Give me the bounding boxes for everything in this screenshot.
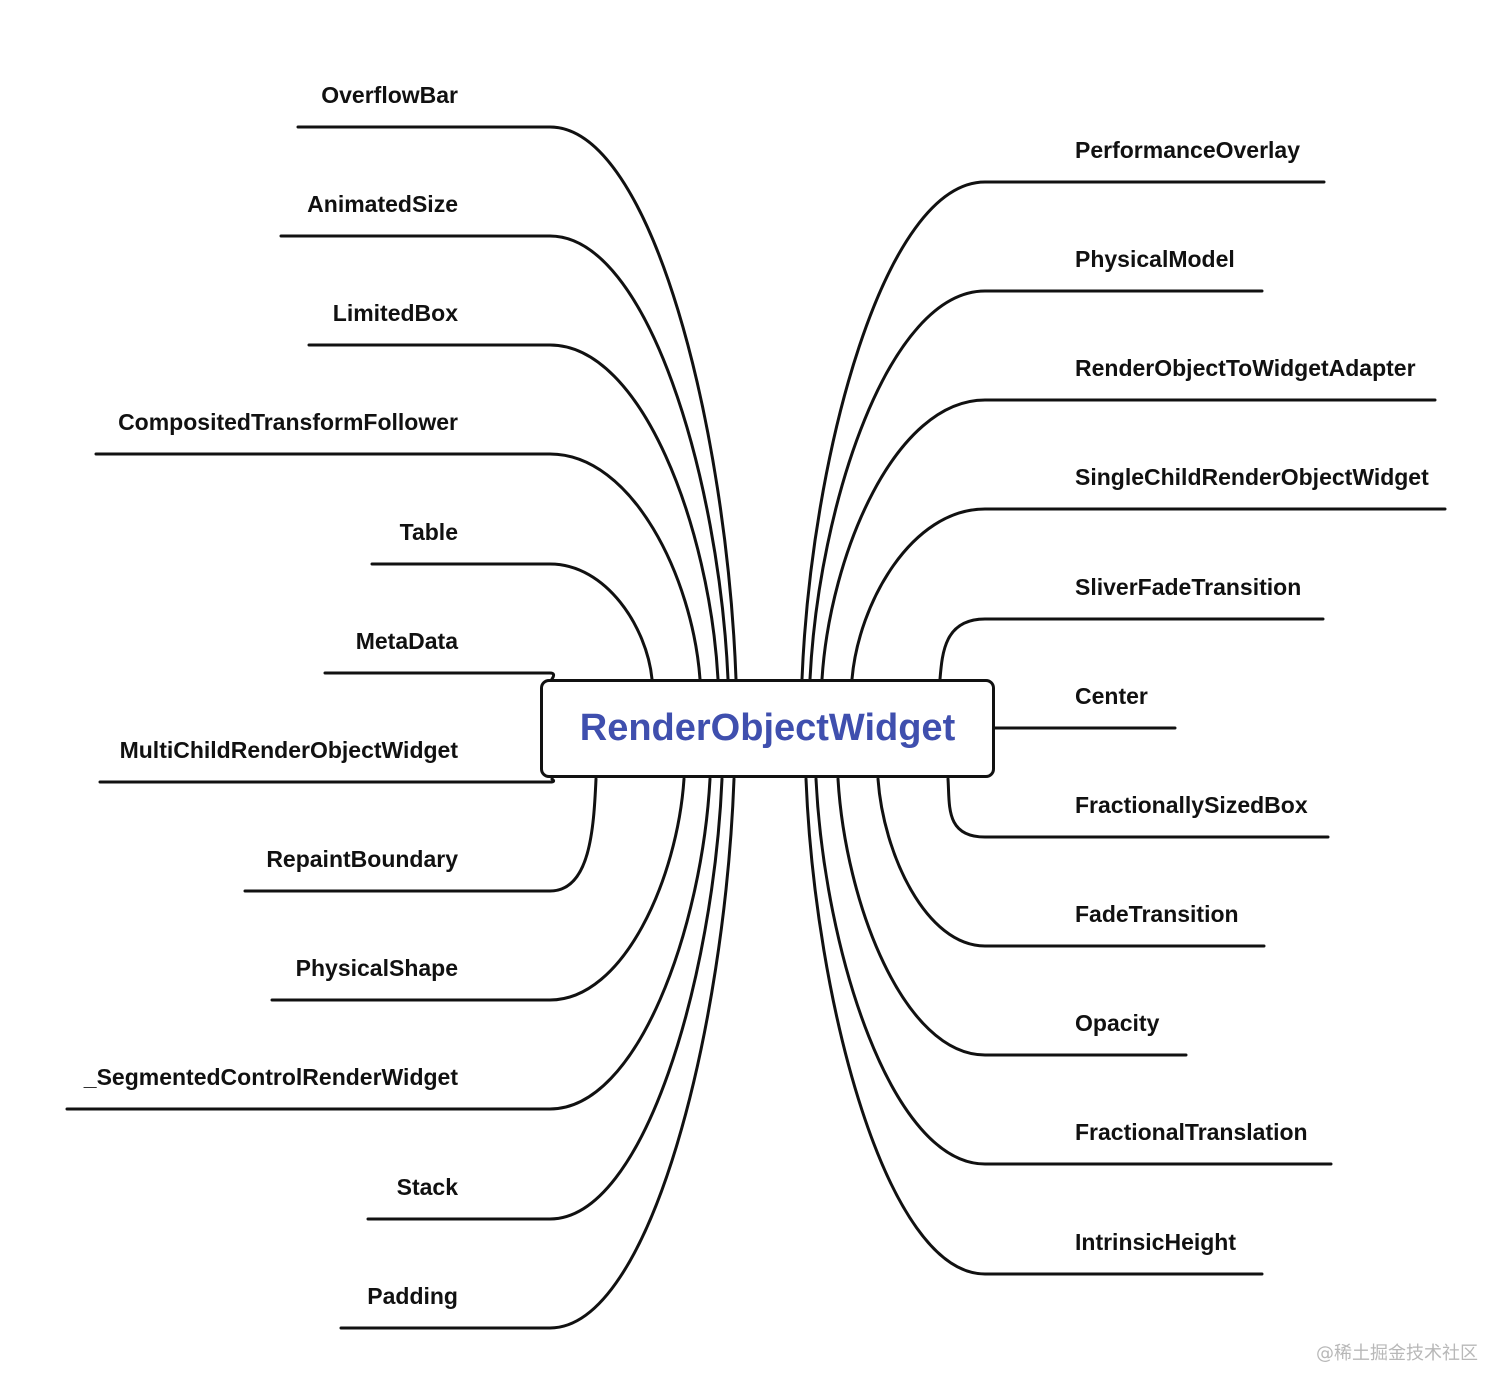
right-branch-label: RenderObjectToWidgetAdapter [1075, 355, 1416, 381]
left-branch-label: PhysicalShape [295, 955, 458, 981]
right-branch-label: FadeTransition [1075, 901, 1239, 927]
right-branch-connector [946, 777, 1330, 839]
right-branch-connector [850, 507, 1447, 681]
right-branch-label: PhysicalModel [1075, 246, 1235, 272]
left-branch-label: RepaintBoundary [266, 846, 458, 872]
left-branch-connector [339, 777, 736, 1330]
left-branch-label: CompositedTransformFollower [118, 409, 458, 435]
left-branch-connector [307, 343, 720, 681]
center-node: RenderObjectWidget [540, 679, 995, 778]
left-branch-connector [243, 777, 598, 893]
left-branch-connector [323, 671, 556, 681]
left-branch-label: _SegmentedControlRenderWidget [83, 1064, 458, 1090]
right-branch-label: PerformanceOverlay [1075, 137, 1301, 163]
left-branch-connector [94, 452, 702, 681]
right-branch-label: Center [1075, 683, 1148, 709]
right-branch-connector [938, 617, 1325, 681]
right-branch-label: FractionalTranslation [1075, 1119, 1308, 1145]
left-branch-label: Table [399, 519, 458, 545]
left-branch-connector [98, 777, 556, 784]
right-branch-connector [836, 777, 1188, 1057]
right-branch-connector [804, 777, 1264, 1276]
left-branch-label: OverflowBar [321, 82, 458, 108]
watermark: @稀土掘金技术社区 [1316, 1343, 1478, 1364]
right-branch-connector [808, 289, 1264, 681]
right-branch-connector [800, 180, 1326, 681]
right-branch-label: SingleChildRenderObjectWidget [1075, 464, 1429, 490]
left-branch-connector [270, 777, 686, 1002]
left-branch-label: Padding [367, 1283, 458, 1309]
left-branch-label: LimitedBox [332, 300, 458, 326]
left-branch-connector [279, 234, 730, 681]
right-branch-label: IntrinsicHeight [1075, 1229, 1237, 1255]
left-branch-label: MetaData [355, 628, 458, 654]
left-branch-label: AnimatedSize [307, 191, 458, 217]
right-branch-connector [814, 777, 1333, 1166]
left-branch-connector [65, 777, 712, 1111]
right-branch-label: FractionallySizedBox [1075, 792, 1308, 818]
left-branch-connector [296, 125, 738, 681]
left-branch-label: MultiChildRenderObjectWidget [119, 737, 458, 763]
left-branch-label: Stack [396, 1174, 458, 1200]
right-branch-label: SliverFadeTransition [1075, 574, 1302, 600]
left-branch-connector [370, 562, 654, 681]
right-branch-label: Opacity [1075, 1010, 1160, 1036]
right-branch-connector [876, 777, 1266, 948]
right-branch-connector [820, 398, 1437, 681]
left-branch-connector [366, 777, 724, 1221]
center-node-label: RenderObjectWidget [579, 707, 956, 749]
